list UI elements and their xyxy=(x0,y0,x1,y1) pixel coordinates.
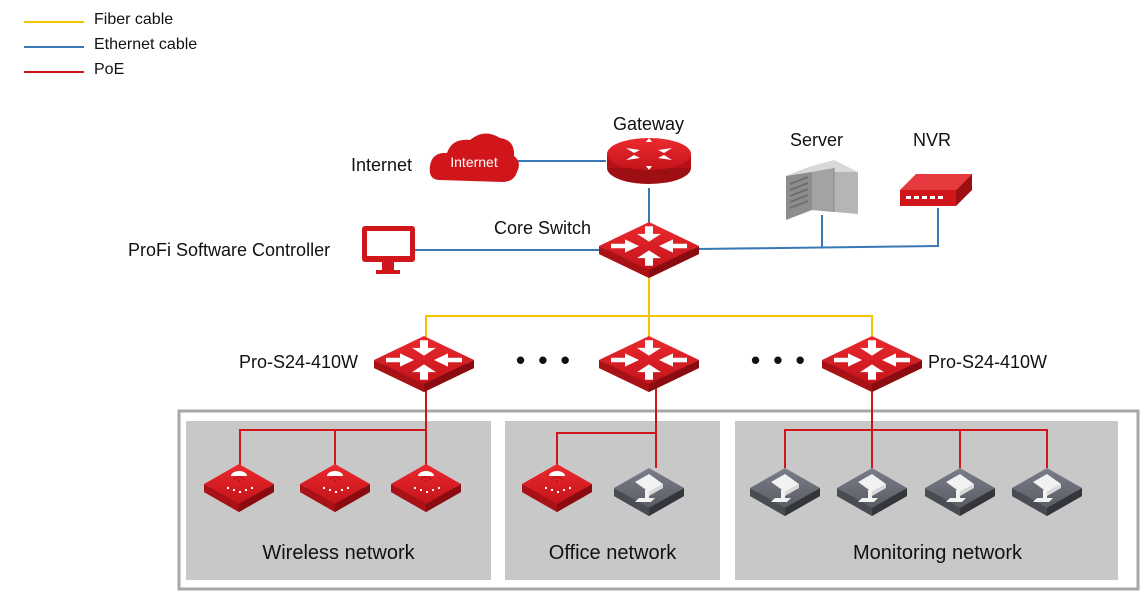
server-label: Server xyxy=(790,130,844,150)
ethernet-core-nvr xyxy=(697,208,939,250)
gateway-router-icon xyxy=(607,138,691,184)
fiber-distribution xyxy=(425,315,873,345)
legend-label: PoE xyxy=(94,61,125,78)
office-zone-title: Office network xyxy=(548,542,677,564)
access-switch-right-label: Pro-S24-410W xyxy=(928,352,1048,372)
ellipsis-left: • • • xyxy=(516,345,573,375)
access-switch-right-icon xyxy=(822,336,922,392)
access-switch-left-icon xyxy=(374,336,474,392)
core-switch-label: Core Switch xyxy=(494,218,592,238)
legend-ethernet-swatch xyxy=(24,46,84,48)
nvr-icon xyxy=(900,174,972,206)
controller-label: ProFi Software Controller xyxy=(128,240,331,260)
fiber-cables xyxy=(425,278,873,345)
legend-fiber-swatch xyxy=(24,21,84,23)
internet-label: Internet xyxy=(351,155,413,175)
poe-office-bus xyxy=(556,432,656,468)
access-switch-left-label: Pro-S24-410W xyxy=(239,352,359,372)
internet-cloud-text: Internet xyxy=(450,154,498,170)
wireless-zone-title: Wireless network xyxy=(262,542,415,564)
ellipsis-right: • • • xyxy=(751,345,808,375)
poe-cables xyxy=(239,385,1048,468)
legend-label: Fiber cable xyxy=(94,11,174,28)
server-icon xyxy=(786,160,858,220)
core-switch-icon xyxy=(599,222,699,278)
legend-poe-swatch xyxy=(24,71,84,73)
poe-monitor-bus xyxy=(784,429,1048,468)
gateway-label: Gateway xyxy=(613,114,685,134)
legend-label: Ethernet cable xyxy=(94,36,198,53)
ethernet-cables xyxy=(415,160,939,251)
poe-wireless-bus xyxy=(239,429,427,465)
controller-monitor-icon xyxy=(362,226,415,274)
internet-cloud-icon: Internet xyxy=(429,133,519,182)
monitoring-zone-title: Monitoring network xyxy=(853,542,1022,564)
nvr-label: NVR xyxy=(913,130,952,150)
access-switch-middle-icon xyxy=(599,336,699,392)
